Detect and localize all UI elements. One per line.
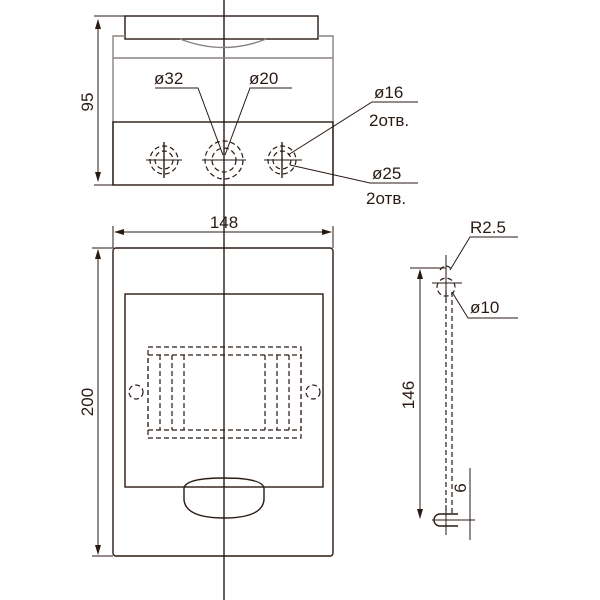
label-r2-5: R2.5 — [470, 218, 506, 237]
label-d16: ø16 — [374, 83, 403, 102]
label-d16-qty: 2отв. — [369, 111, 409, 130]
label-d20: ø20 — [249, 69, 278, 88]
label-height-95: 95 — [78, 93, 97, 112]
label-d10: ø10 — [470, 298, 499, 317]
hole-right — [264, 142, 302, 178]
label-width-148: 148 — [210, 213, 238, 232]
label-height-200: 200 — [78, 388, 97, 416]
label-d25-qty: 2отв. — [366, 189, 406, 208]
label-d32: ø32 — [154, 69, 183, 88]
mounting-view — [410, 236, 518, 540]
top-view — [94, 15, 418, 186]
label-offset-6: 6 — [451, 483, 470, 492]
label-spacing-146: 146 — [399, 381, 418, 409]
hole-left — [146, 142, 182, 178]
hole-center — [202, 140, 246, 180]
handle-recess — [183, 477, 265, 519]
front-view — [92, 226, 334, 557]
label-d25: ø25 — [372, 164, 401, 183]
